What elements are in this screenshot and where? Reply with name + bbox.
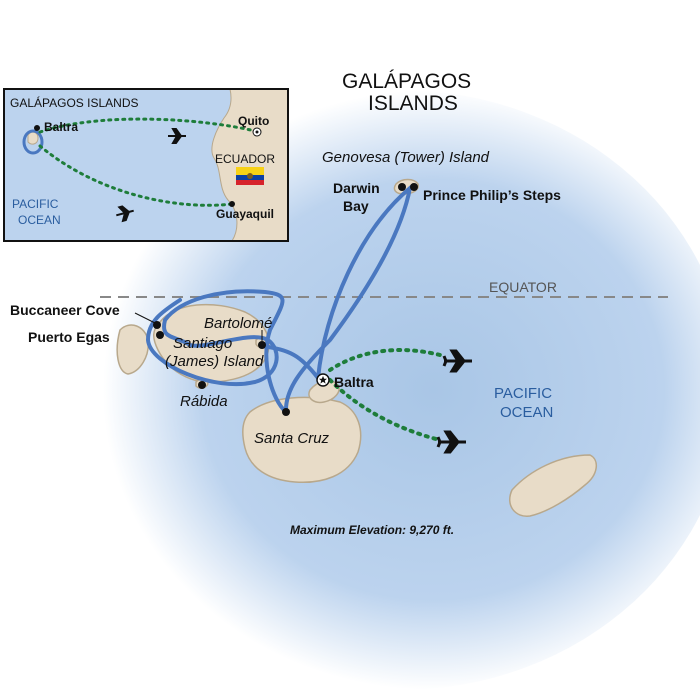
san-cristobal-island — [509, 454, 597, 517]
darwin-bay-label-line1: Darwin — [333, 180, 380, 196]
bartolome-label: Bartolomé — [204, 315, 272, 332]
inset-ocean-label-line1: PACIFIC — [12, 197, 59, 211]
rabida-dot — [198, 381, 206, 389]
ecuador-flag-icon — [236, 167, 264, 185]
inset-guayaquil-dot — [229, 201, 235, 207]
buccaneer-cove-label: Buccaneer Cove — [10, 302, 120, 318]
darwin-bay-dot — [398, 183, 406, 191]
darwin-bay-label-line2: Bay — [343, 198, 369, 214]
inset-guayaquil-label: Guayaquil — [216, 207, 274, 221]
map-title-line2: ISLANDS — [368, 92, 458, 115]
inset-flight-routes — [38, 117, 257, 207]
baltra-label: Baltra — [334, 374, 374, 390]
inset-ocean-label-line2: OCEAN — [18, 213, 61, 227]
flight-routes — [328, 348, 442, 442]
inset-cruise-loop — [22, 129, 44, 155]
inset-baltra-label: Baltra — [44, 120, 78, 134]
star-icon — [316, 373, 330, 387]
cruise-route — [145, 182, 414, 414]
inset-frame — [3, 88, 289, 242]
buccaneer-cove-leader — [134, 312, 156, 324]
airplane-icon — [116, 205, 134, 223]
puerto-egas-dot — [156, 331, 164, 339]
inset-baltra-dot — [34, 125, 40, 131]
prince-philips-steps-dot — [410, 183, 418, 191]
inset-title: GALÁPAGOS ISLANDS — [10, 95, 139, 110]
equator-label: EQUATOR — [489, 279, 557, 295]
santa-cruz-label: Santa Cruz — [254, 430, 330, 447]
airplane-icon — [442, 349, 472, 373]
inset-quito-label: Quito — [238, 114, 269, 128]
pacific-ocean-label-line1: PACIFIC — [494, 385, 552, 402]
pacific-ocean-label-line2: OCEAN — [500, 404, 553, 421]
inset-map: GALÁPAGOS ISLANDS Baltra Quito ECUADOR G… — [3, 88, 289, 242]
santa-cruz-dot — [282, 408, 290, 416]
santiago-label-line2: (James) Island — [165, 353, 264, 370]
puerto-egas-label: Puerto Egas — [28, 329, 110, 345]
inset-ecuador-label: ECUADOR — [215, 152, 275, 166]
genovesa-label: Genovesa (Tower) Island — [322, 149, 490, 166]
map-title-line1: GALÁPAGOS — [342, 70, 471, 93]
star-icon — [252, 127, 262, 137]
rabida-label: Rábida — [180, 393, 228, 410]
isabela-island — [116, 324, 149, 375]
inset-island-dot — [27, 131, 39, 145]
elevation-note: Maximum Elevation: 9,270 ft. — [290, 523, 454, 537]
santiago-label-line1: Santiago — [173, 335, 232, 352]
bartolome-dot — [258, 341, 266, 349]
prince-philips-steps-label: Prince Philip’s Steps — [423, 187, 561, 203]
airplane-icon — [436, 430, 466, 454]
airplane-icon — [168, 128, 186, 144]
